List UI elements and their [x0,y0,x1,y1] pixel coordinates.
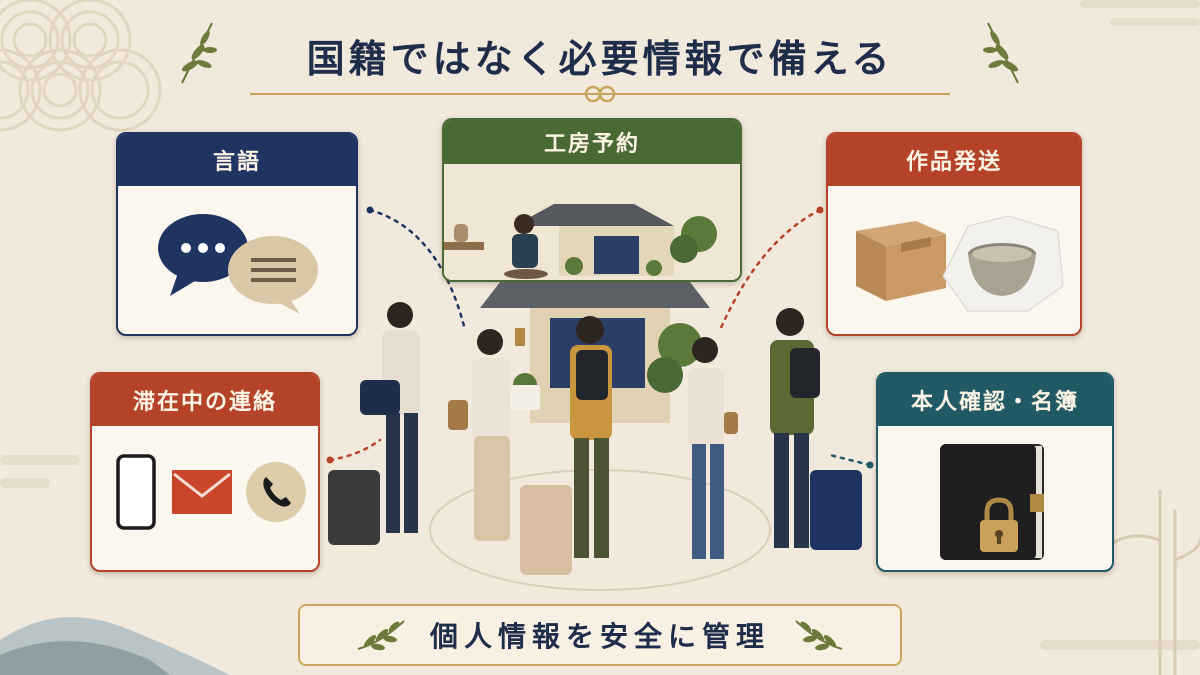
card-contact-header: 滞在中の連絡 [92,374,318,426]
knot-ornament-icon [584,85,616,103]
card-artwork-shipping: 作品発送 [826,132,1082,336]
laurel-sprig-icon [357,620,405,651]
banner-text: 個人情報を安全に管理 [429,620,770,653]
laurel-sprig-icon [795,620,843,651]
chat-bubble-icon [158,214,318,314]
laurel-sprig-icon [983,22,1019,84]
card-contact-during-stay: 滞在中の連絡 [90,372,320,572]
padlock-icon [980,497,1018,552]
privacy-banner: 個人情報を安全に管理 [298,604,902,666]
workshop-scene-icon [444,164,740,280]
card-language-header: 言語 [118,134,356,186]
laurel-sprig-icon [181,22,217,84]
card-workshop-header: 工房予約 [444,120,740,164]
phone-icon [246,462,306,522]
envelope-icon [172,470,232,514]
card-identity-header: 本人確認・名簿 [878,374,1112,426]
tea-bowl-icon [942,216,1064,312]
card-identity-roster: 本人確認・名簿 [876,372,1114,572]
card-language: 言語 [116,132,358,336]
travelers-illustration [328,282,862,591]
page-title: 国籍ではなく必要情報で備える [306,36,894,81]
card-workshop-booking: 工房予約 [442,118,742,282]
cardboard-box-icon [856,221,946,301]
card-shipping-header: 作品発送 [828,134,1080,186]
smartphone-icon [116,454,156,530]
